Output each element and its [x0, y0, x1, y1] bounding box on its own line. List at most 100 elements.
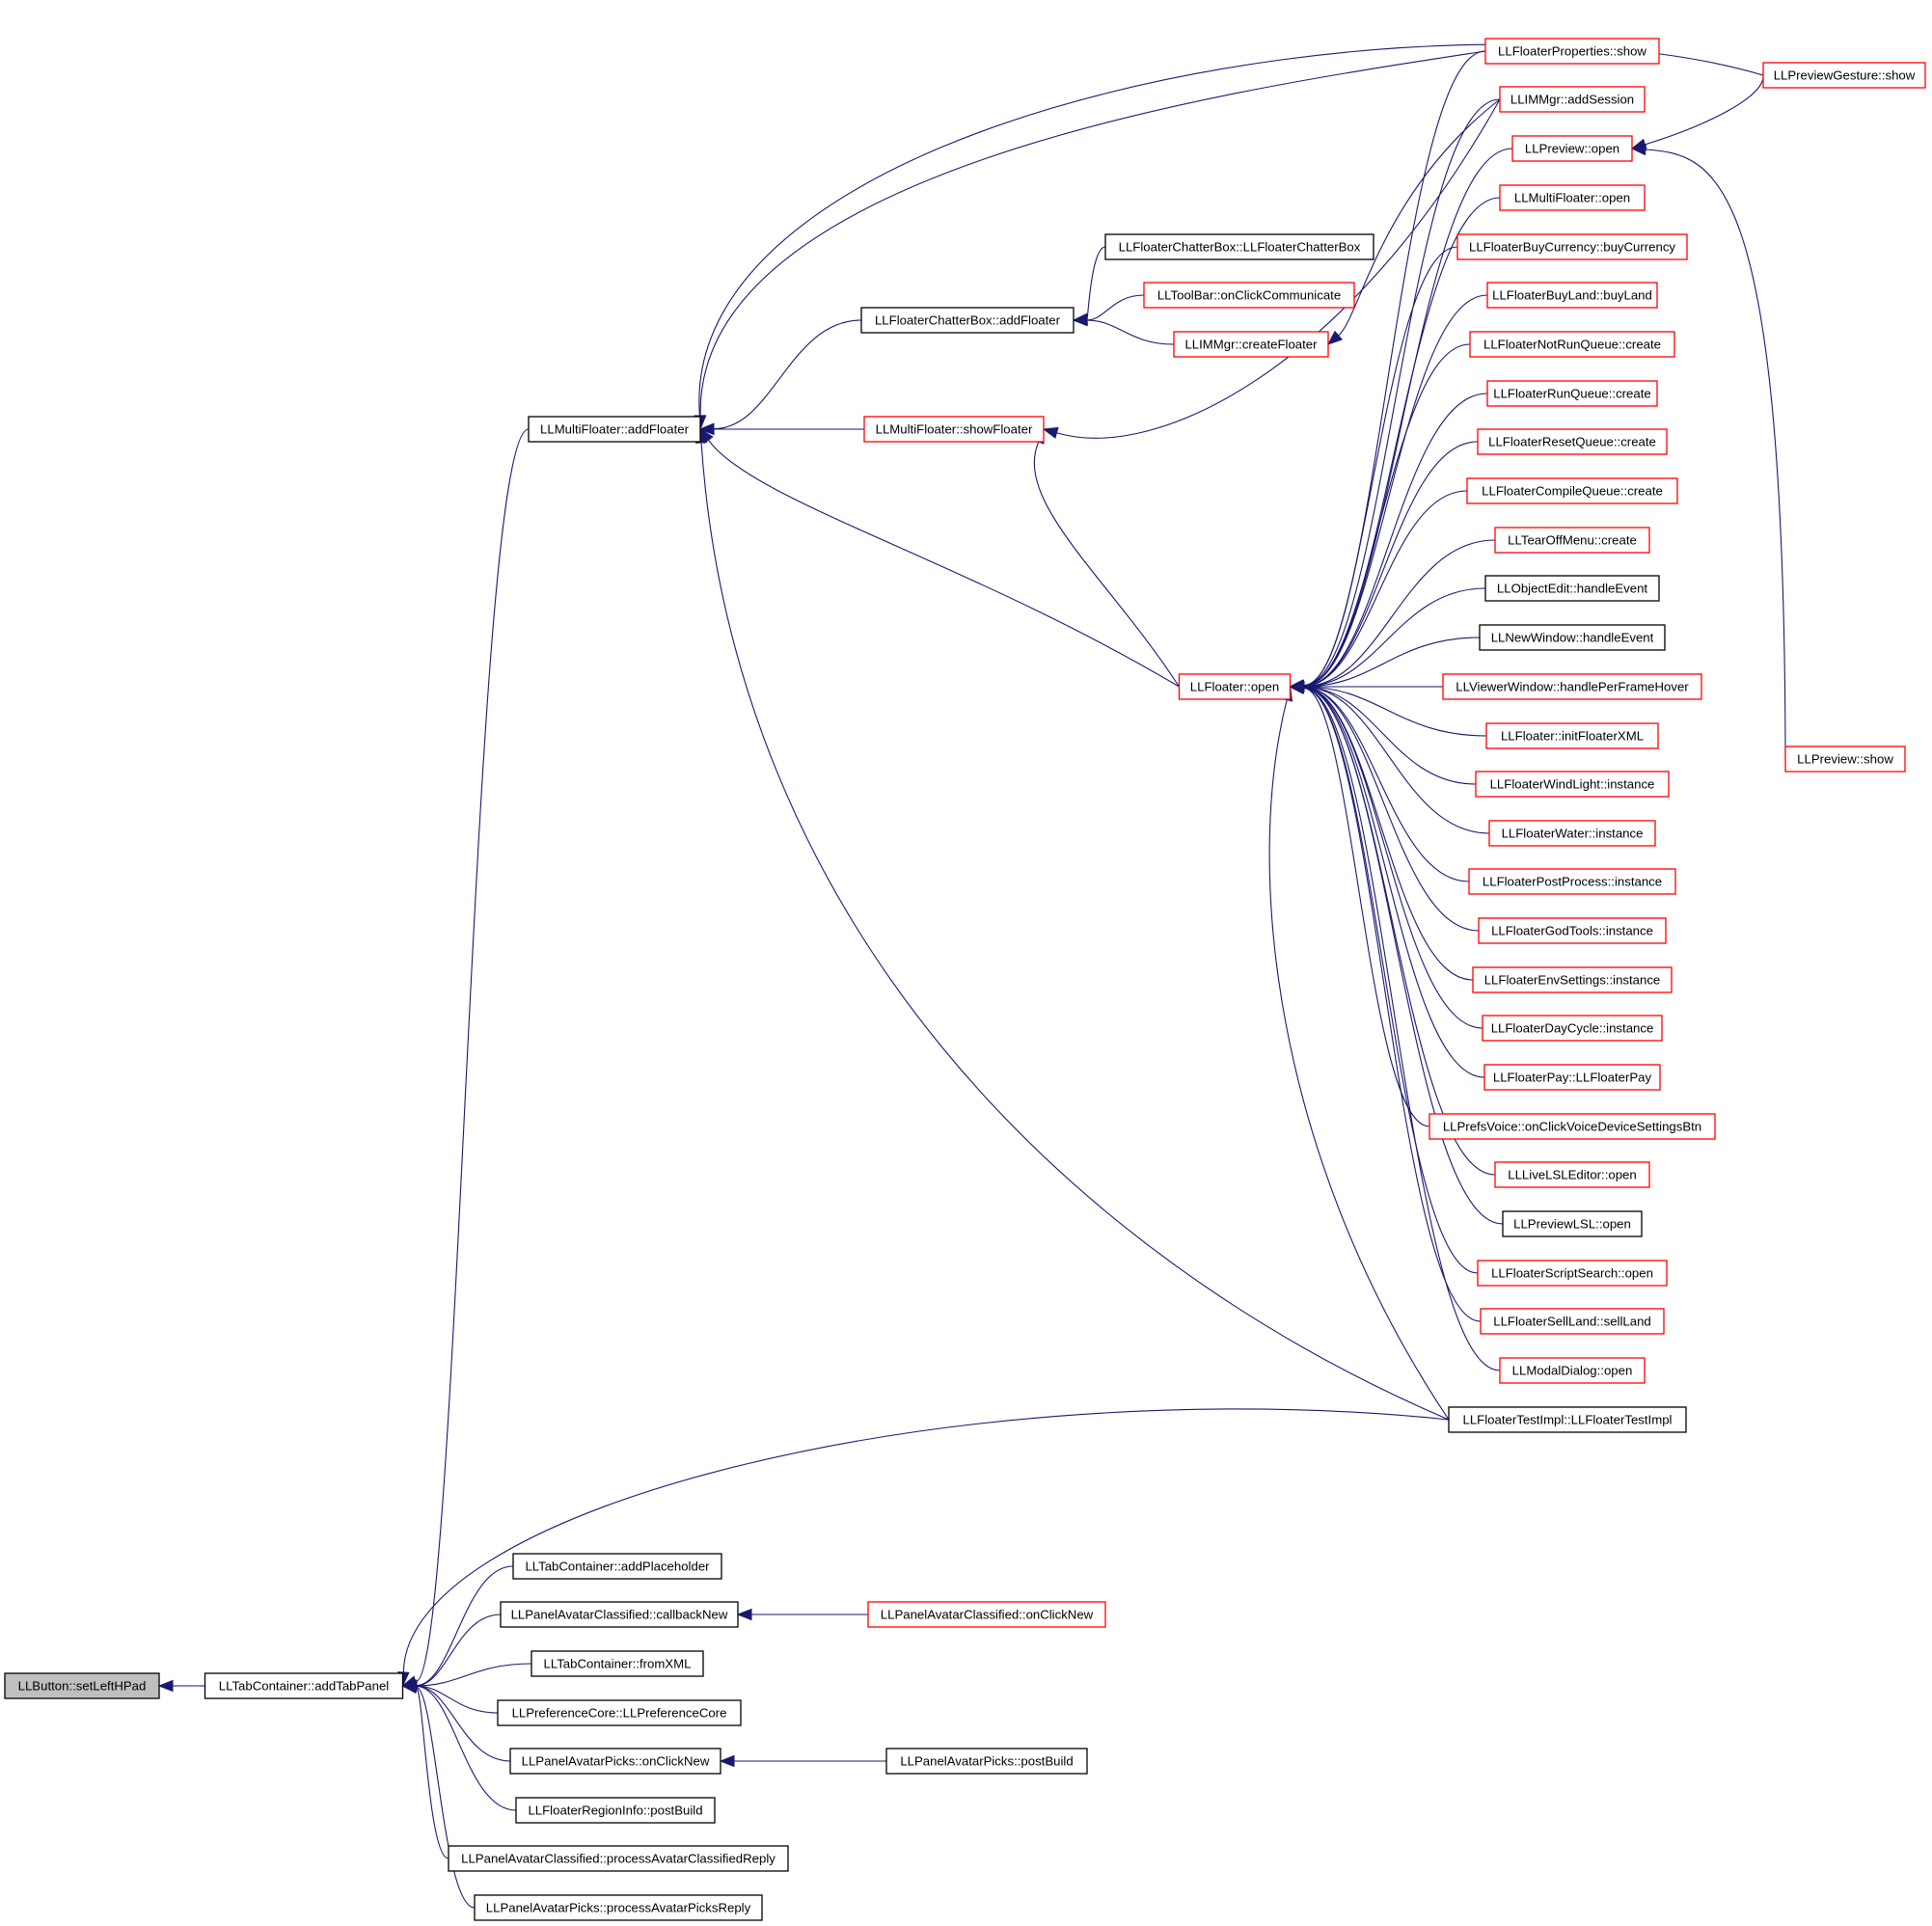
node-mf_showFloater[interactable]: LLMultiFloater::showFloater [863, 416, 1045, 443]
edge-mf_open-to-floater_open [1303, 197, 1501, 687]
edge-prefsVoice-to-floater_open [1303, 687, 1430, 1127]
node-label: LLFloaterPay::LLFloaterPay [1493, 1071, 1652, 1085]
node-label: LLTabContainer::addPlaceholder [525, 1560, 710, 1574]
node-label: LLLiveLSLEditor::open [1508, 1168, 1636, 1182]
node-pap_onClickNew[interactable]: LLPanelAvatarPicks::onClickNew [509, 1748, 721, 1775]
edge-newWindow-to-floater_open [1303, 637, 1481, 688]
node-mf_addFloater[interactable]: LLMultiFloater::addFloater [528, 416, 701, 443]
node-initXML[interactable]: LLFloater::initFloaterXML [1485, 722, 1659, 749]
node-box [1784, 746, 1906, 773]
node-objectEdit[interactable]: LLObjectEdit::handleEvent [1484, 575, 1660, 602]
node-im_createFloater[interactable]: LLIMMgr::createFloater [1173, 331, 1329, 358]
node-addTabPanel[interactable]: LLTabContainer::addTabPanel [204, 1672, 404, 1699]
node-regionInfo[interactable]: LLFloaterRegionInfo::postBuild [515, 1797, 716, 1824]
node-label: LLPanelAvatarPicks::postBuild [900, 1754, 1073, 1769]
node-pap_postBuild[interactable]: LLPanelAvatarPicks::postBuild [885, 1748, 1088, 1775]
node-pac_processReply[interactable]: LLPanelAvatarClassified::processAvatarCl… [448, 1845, 789, 1872]
node-label: LLPreferenceCore::LLPreferenceCore [512, 1706, 727, 1721]
node-godTools[interactable]: LLFloaterGodTools::instance [1478, 917, 1667, 944]
node-setLeftHPad[interactable]: LLButton::setLeftHPad [4, 1672, 160, 1699]
node-box [1499, 1357, 1646, 1384]
arrowhead [157, 1679, 174, 1693]
node-pac_onClickNew[interactable]: LLPanelAvatarClassified::onClickNew [867, 1601, 1106, 1628]
node-prefsVoice[interactable]: LLPrefsVoice::onClickVoiceDeviceSettings… [1429, 1113, 1716, 1140]
edge-compileQueue-to-floater_open [1303, 490, 1468, 688]
node-scriptSearch[interactable]: LLFloaterScriptSearch::open [1477, 1260, 1668, 1287]
edge-buyLand-to-floater_open [1303, 294, 1488, 687]
node-buyLand[interactable]: LLFloaterBuyLand::buyLand [1486, 282, 1658, 309]
node-box [448, 1845, 789, 1872]
node-box [1762, 62, 1926, 89]
arrowhead [719, 1754, 735, 1768]
node-dayCycle[interactable]: LLFloaterDayCycle::instance [1482, 1015, 1663, 1042]
node-box [1468, 868, 1676, 895]
node-previewGesture[interactable]: LLPreviewGesture::show [1762, 62, 1926, 89]
node-testImpl[interactable]: LLFloaterTestImpl::LLFloaterTestImpl [1448, 1406, 1687, 1433]
node-toolbar_comm[interactable]: LLToolBar::onClickCommunicate [1143, 282, 1355, 309]
node-box [1494, 527, 1650, 554]
node-compileQueue[interactable]: LLFloaterCompileQueue::create [1466, 477, 1678, 504]
node-box [512, 1553, 722, 1580]
node-pap_processReply[interactable]: LLPanelAvatarPicks::processAvatarPicksRe… [474, 1894, 763, 1921]
node-runQueue[interactable]: LLFloaterRunQueue::create [1486, 380, 1658, 407]
node-box [1482, 1015, 1663, 1042]
node-box [1484, 38, 1660, 65]
node-viewerHover[interactable]: LLViewerWindow::handlePerFrameHover [1442, 673, 1702, 700]
node-box [1448, 1406, 1687, 1433]
node-label: LLTabContainer::addTabPanel [219, 1679, 390, 1694]
node-floater_open[interactable]: LLFloater::open [1178, 673, 1292, 700]
node-label: LLPanelAvatarPicks::onClickNew [522, 1754, 710, 1769]
node-pac_callbackNew[interactable]: LLPanelAvatarClassified::callbackNew [500, 1601, 739, 1628]
node-box [1477, 1260, 1668, 1287]
node-postProcess[interactable]: LLFloaterPostProcess::instance [1468, 868, 1676, 895]
node-preview_show[interactable]: LLPreview::show [1784, 746, 1906, 773]
node-label: LLFloaterRunQueue::create [1493, 387, 1650, 401]
node-label: LLTearOffMenu::create [1508, 533, 1637, 548]
edge-testImpl-to-addTabPanel [402, 1408, 1450, 1673]
node-box [509, 1748, 721, 1775]
node-water[interactable]: LLFloaterWater::instance [1488, 820, 1656, 847]
nodes-layer: LLButton::setLeftHPad LLTabContainer::add… [4, 38, 1926, 1921]
node-notRunQueue[interactable]: LLFloaterNotRunQueue::create [1469, 331, 1675, 358]
edge-testImpl-to-mf_addFloater [700, 442, 1450, 1421]
node-windLight[interactable]: LLFloaterWindLight::instance [1475, 771, 1670, 798]
node-prefCore[interactable]: LLPreferenceCore::LLPreferenceCore [497, 1699, 742, 1726]
node-box [1477, 428, 1668, 455]
node-label: LLIMMgr::createFloater [1184, 338, 1318, 352]
arrowhead [1289, 682, 1305, 694]
node-resetQueue[interactable]: LLFloaterResetQueue::create [1477, 428, 1668, 455]
node-label: LLPanelAvatarClassified::onClickNew [881, 1608, 1094, 1622]
arrowhead [1072, 313, 1088, 327]
edge-sellLand-to-floater_open [1303, 687, 1482, 1322]
node-label: LLPanelAvatarClassified::callbackNew [511, 1608, 728, 1622]
node-tearOff[interactable]: LLTearOffMenu::create [1494, 527, 1650, 554]
node-box [204, 1672, 404, 1699]
arrowhead [1630, 143, 1646, 156]
node-modalDialog[interactable]: LLModalDialog::open [1499, 1357, 1646, 1384]
node-label: LLFloaterRegionInfo::postBuild [528, 1804, 702, 1818]
edges-layer [157, 43, 1786, 1909]
node-newWindow[interactable]: LLNewWindow::handleEvent [1479, 624, 1666, 651]
node-fp_show[interactable]: LLFloaterProperties::show [1484, 38, 1660, 65]
node-box [1499, 184, 1646, 211]
node-pay[interactable]: LLFloaterPay::LLFloaterPay [1483, 1064, 1661, 1091]
node-addPlaceholder[interactable]: LLTabContainer::addPlaceholder [512, 1553, 722, 1580]
node-box [1483, 1064, 1661, 1091]
node-label: LLFloaterWater::instance [1502, 827, 1644, 841]
node-box [1484, 575, 1660, 602]
node-cb_ctor[interactable]: LLFloaterChatterBox::LLFloaterChatterBox [1104, 233, 1374, 260]
node-box [885, 1748, 1088, 1775]
node-mf_open[interactable]: LLMultiFloater::open [1499, 184, 1646, 211]
edge-tc_fromXML-to-addTabPanel [416, 1663, 532, 1687]
node-liveLSL[interactable]: LLLiveLSLEditor::open [1494, 1161, 1650, 1188]
node-tc_fromXML[interactable]: LLTabContainer::fromXML [531, 1650, 704, 1677]
node-preview_open[interactable]: LLPreview::open [1511, 135, 1633, 162]
node-previewLSL[interactable]: LLPreviewLSL::open [1502, 1210, 1643, 1237]
node-cb_addFloater[interactable]: LLFloaterChatterBox::addFloater [860, 307, 1075, 334]
node-box [1486, 380, 1658, 407]
node-envSettings[interactable]: LLFloaterEnvSettings::instance [1472, 966, 1673, 993]
node-buyCurrency[interactable]: LLFloaterBuyCurrency::buyCurrency [1456, 233, 1688, 260]
node-im_addSession[interactable]: LLIMMgr::addSession [1499, 86, 1646, 113]
node-label: LLPrefsVoice::onClickVoiceDeviceSettings… [1443, 1120, 1701, 1134]
node-sellLand[interactable]: LLFloaterSellLand::sellLand [1480, 1308, 1665, 1335]
